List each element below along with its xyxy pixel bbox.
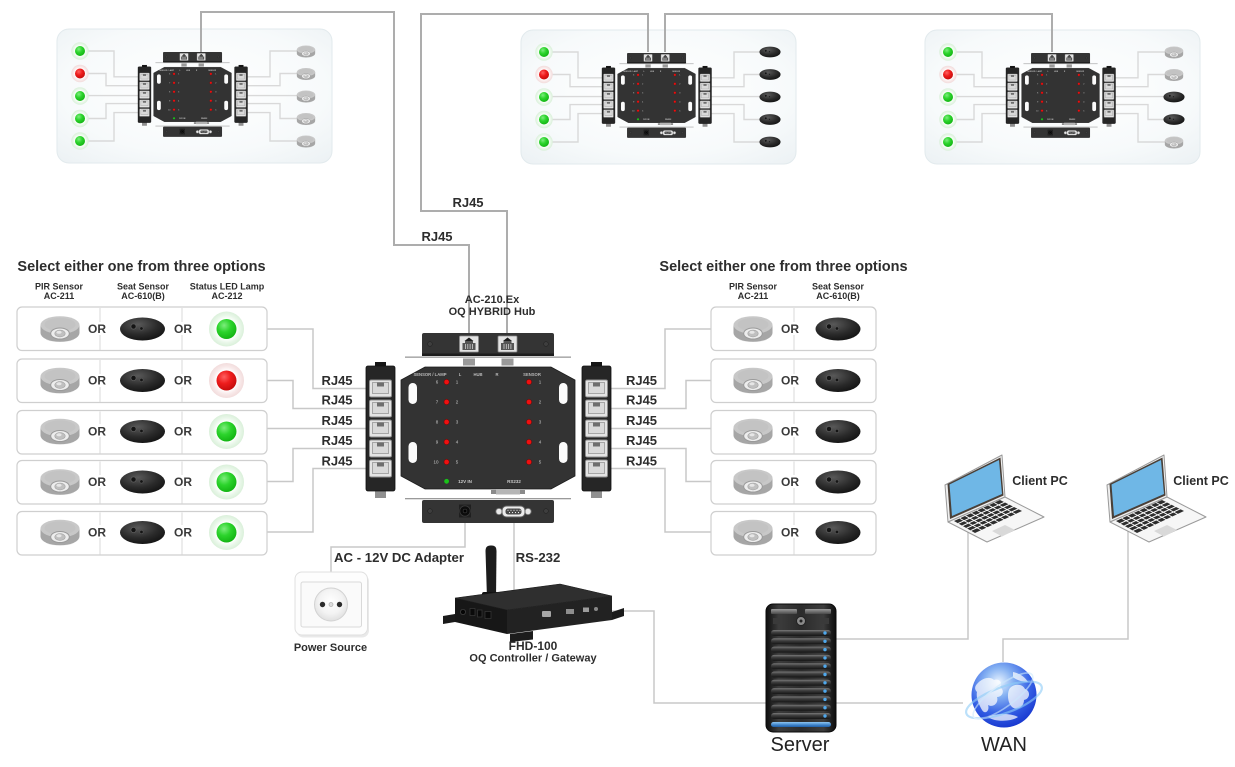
svg-text:RJ45: RJ45	[626, 373, 657, 388]
svg-text:Select either one from three o: Select either one from three options	[17, 259, 265, 275]
svg-text:AC-212: AC-212	[211, 291, 242, 301]
svg-text:AC-610(B): AC-610(B)	[816, 291, 860, 301]
svg-text:FHD-100: FHD-100	[509, 639, 558, 653]
svg-text:RJ45: RJ45	[421, 229, 452, 244]
svg-text:OR: OR	[174, 374, 192, 388]
svg-text:OR: OR	[174, 322, 192, 336]
svg-text:RJ45: RJ45	[626, 454, 657, 469]
svg-text:RJ45: RJ45	[321, 393, 352, 408]
svg-text:RJ45: RJ45	[452, 195, 483, 210]
svg-text:AC - 12V DC Adapter: AC - 12V DC Adapter	[334, 550, 464, 565]
svg-text:Server: Server	[771, 734, 830, 756]
svg-text:OR: OR	[781, 374, 799, 388]
svg-text:AC-610(B): AC-610(B)	[121, 291, 165, 301]
svg-text:RJ45: RJ45	[321, 454, 352, 469]
svg-text:RJ45: RJ45	[626, 433, 657, 448]
svg-text:Seat Sensor: Seat Sensor	[812, 282, 865, 292]
svg-text:OQ HYBRID Hub: OQ HYBRID Hub	[449, 306, 536, 318]
svg-text:OR: OR	[174, 526, 192, 540]
svg-text:WAN: WAN	[981, 734, 1027, 756]
svg-text:Status LED Lamp: Status LED Lamp	[190, 282, 265, 292]
svg-text:AC-211: AC-211	[44, 291, 75, 301]
svg-text:Power Source: Power Source	[294, 642, 367, 654]
svg-text:AC-210.Ex: AC-210.Ex	[465, 294, 520, 306]
svg-text:OR: OR	[781, 425, 799, 439]
svg-text:OR: OR	[88, 475, 106, 489]
svg-text:OR: OR	[174, 425, 192, 439]
svg-text:OR: OR	[88, 322, 106, 336]
svg-text:RJ45: RJ45	[626, 413, 657, 428]
svg-text:OR: OR	[88, 425, 106, 439]
svg-text:AC-211: AC-211	[738, 291, 769, 301]
svg-text:OR: OR	[781, 322, 799, 336]
svg-text:RJ45: RJ45	[321, 413, 352, 428]
svg-text:PIR Sensor: PIR Sensor	[729, 282, 778, 292]
svg-text:OR: OR	[781, 526, 799, 540]
svg-text:RJ45: RJ45	[321, 433, 352, 448]
svg-text:RJ45: RJ45	[626, 393, 657, 408]
svg-text:RS-232: RS-232	[516, 550, 561, 565]
svg-text:OR: OR	[781, 475, 799, 489]
svg-text:Client PC: Client PC	[1012, 474, 1068, 488]
svg-text:RJ45: RJ45	[321, 373, 352, 388]
svg-text:OR: OR	[88, 374, 106, 388]
svg-text:PIR Sensor: PIR Sensor	[35, 282, 84, 292]
svg-text:OQ Controller / Gateway: OQ Controller / Gateway	[469, 653, 597, 665]
svg-text:Seat Sensor: Seat Sensor	[117, 282, 170, 292]
svg-text:Select either one from three o: Select either one from three options	[659, 259, 907, 275]
svg-text:Client PC: Client PC	[1173, 474, 1229, 488]
svg-text:OR: OR	[88, 526, 106, 540]
svg-text:OR: OR	[174, 475, 192, 489]
